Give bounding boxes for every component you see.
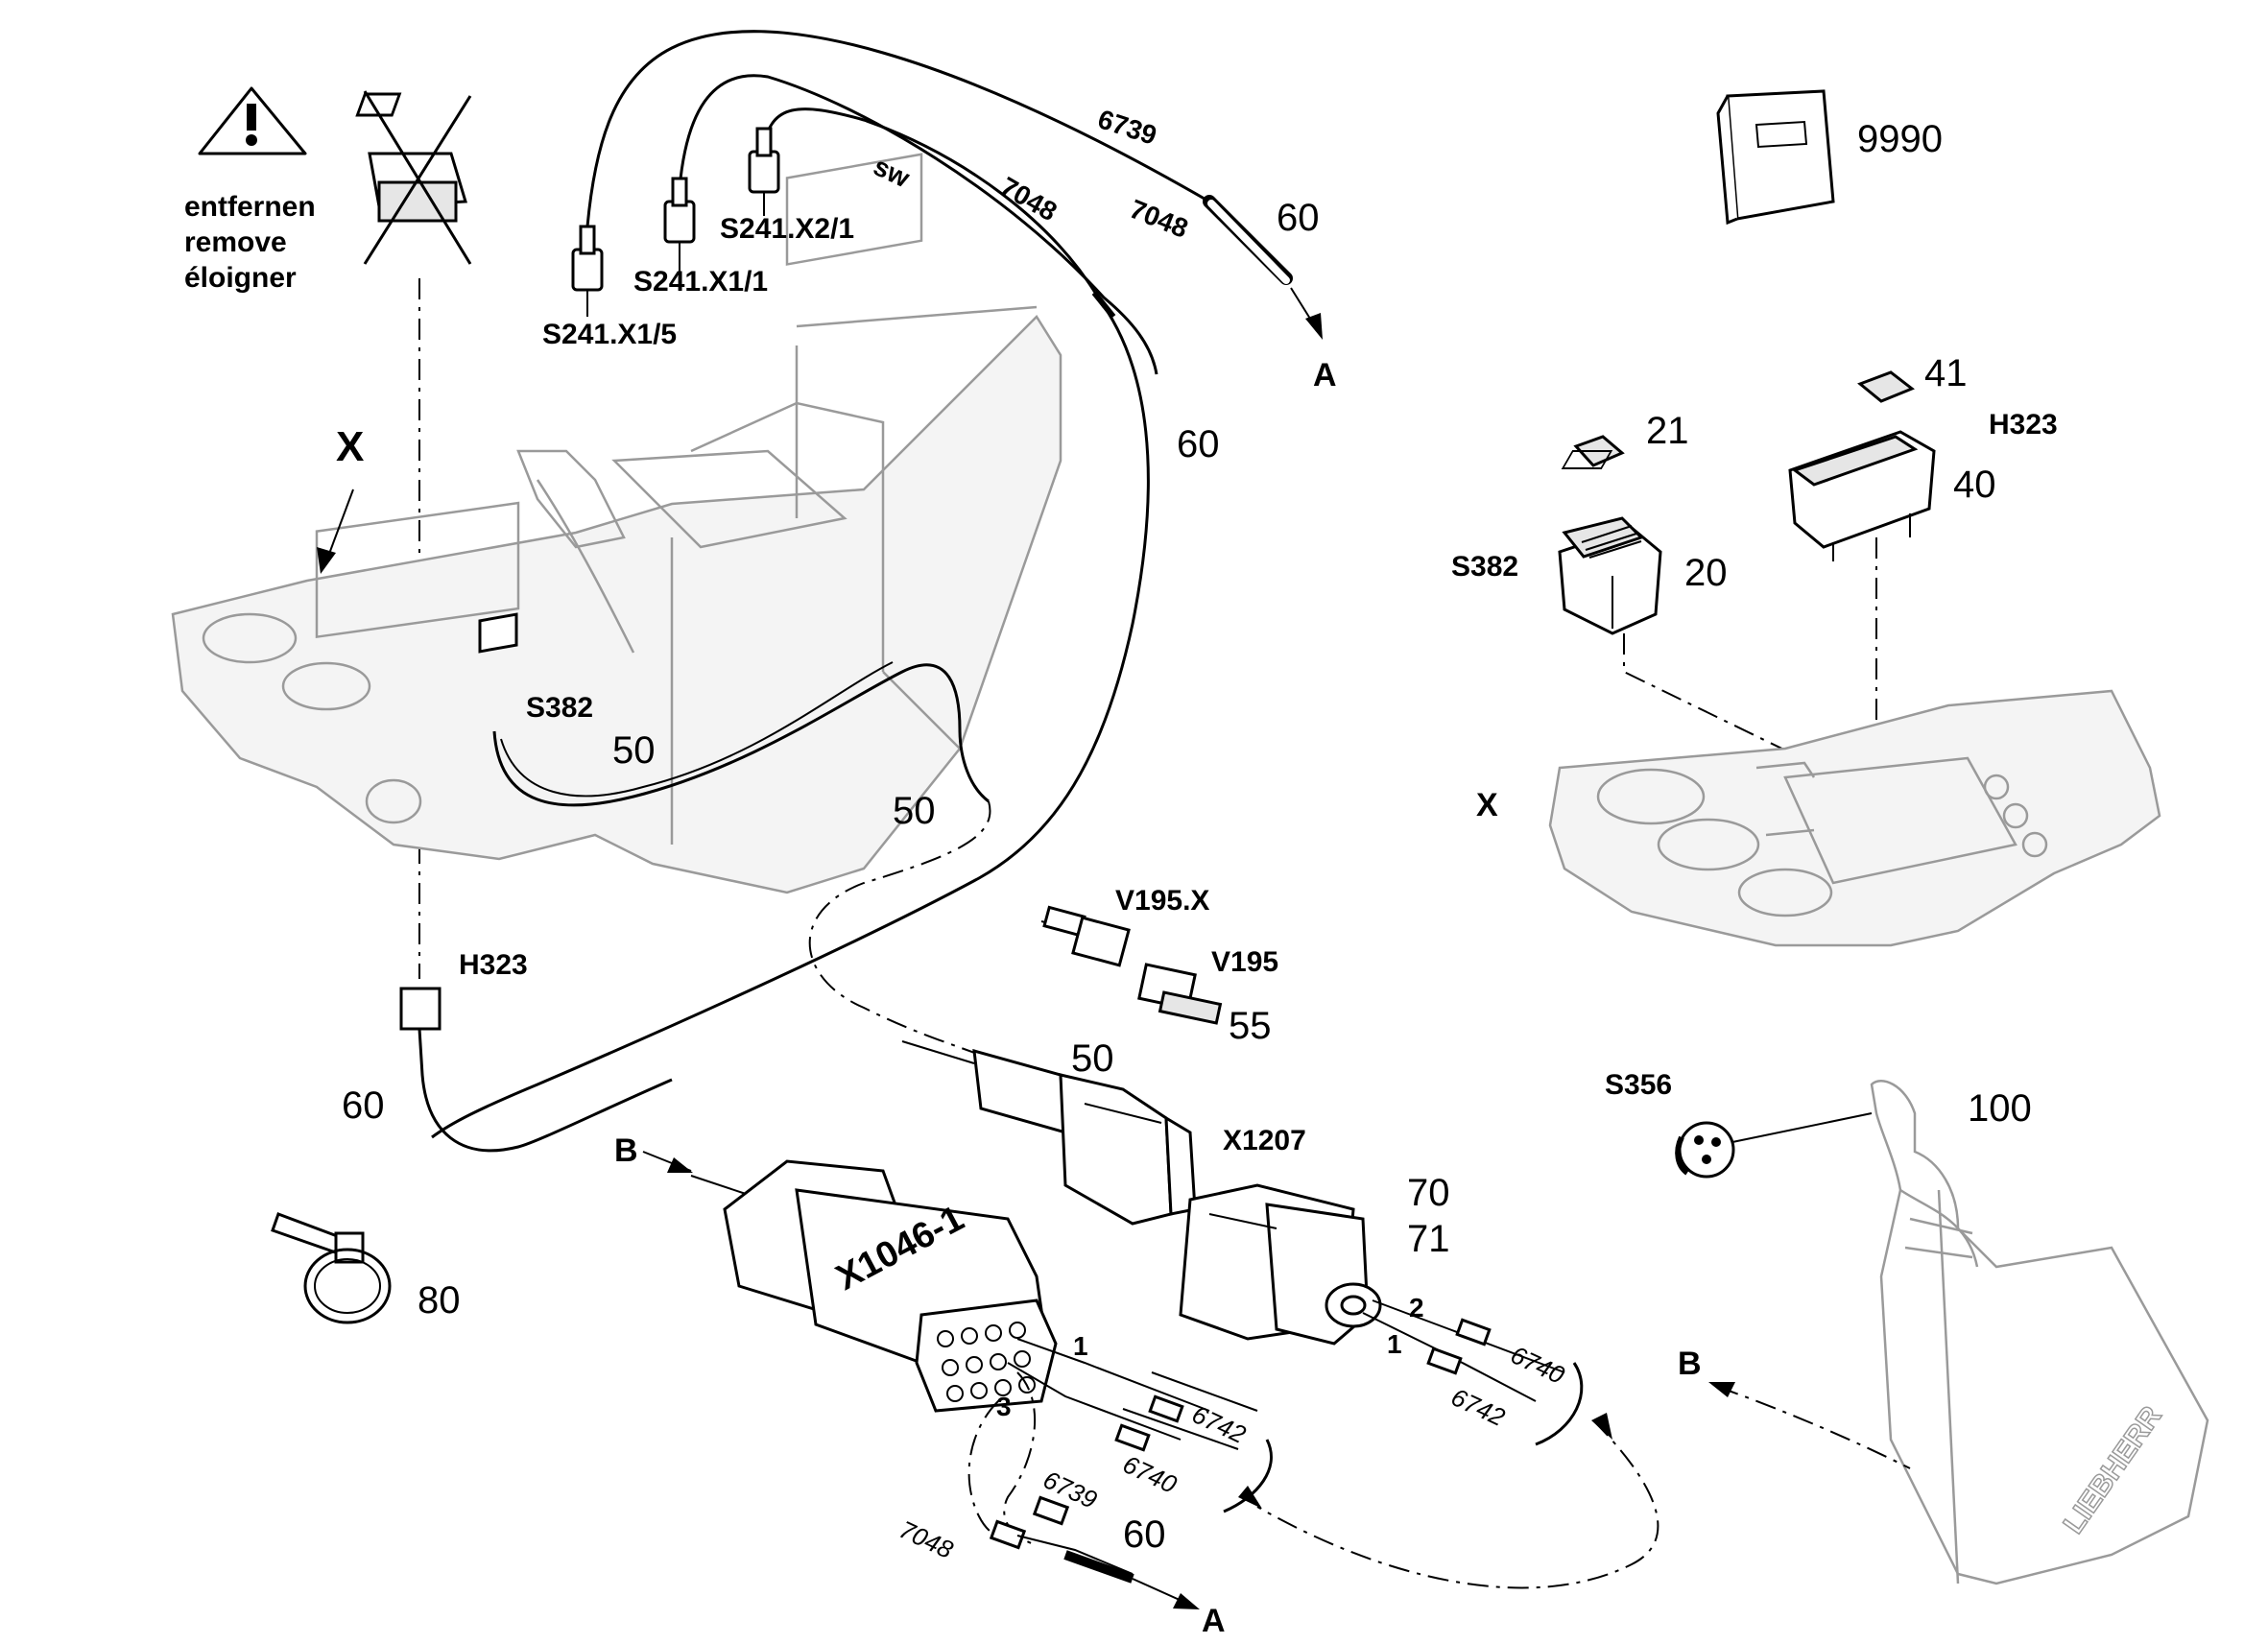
manual-part-number: 9990: [1857, 118, 1943, 160]
arrow-a-top: A: [1313, 357, 1337, 393]
pin-1-right-label: 1: [1387, 1329, 1402, 1359]
view-x-label: X: [336, 423, 364, 470]
cap-41-number: 41: [1924, 352, 1968, 394]
cable-right-part-number: 60: [1177, 423, 1220, 465]
remove-note-en: remove: [184, 226, 287, 258]
connector-50-number: 50: [1071, 1037, 1114, 1080]
joystick-icon: LIEBHERR: [1870, 1080, 2209, 1585]
arrow-b-right: B: [1678, 1346, 1702, 1382]
harness-50-lower-number: 50: [893, 790, 936, 832]
brand-label: LIEBHERR: [2058, 1400, 2168, 1539]
h323-connector-icon: [399, 987, 442, 1031]
s241-x1-5-label: S241.X1/5: [542, 319, 677, 350]
harness-50-upper-number: 50: [612, 729, 656, 772]
lamp-40-number: 40: [1953, 464, 1996, 506]
cable-bottom-part-number: 60: [1123, 1513, 1166, 1556]
cable-long-right: [431, 292, 1150, 1139]
view-x-detail-label: X: [1476, 787, 1498, 823]
s241-x2-1-label: S241.X2/1: [720, 213, 854, 245]
cable-s241-x1-1: [678, 74, 1158, 375]
arrow-a-bottom: A: [1202, 1603, 1226, 1639]
wire-6740-right: 6740: [1506, 1340, 1569, 1390]
pin-1-left-label: 1: [1073, 1331, 1088, 1361]
wire-7048-top-b: 7048: [1126, 194, 1192, 244]
h323-main-label: H323: [459, 949, 528, 981]
s382-main-label: S382: [526, 692, 593, 724]
housing-70-number: 70: [1407, 1172, 1450, 1214]
cable-left-part-number: 60: [342, 1084, 385, 1127]
detail-panel: [1548, 689, 2161, 947]
operator-console: [171, 153, 1062, 894]
h323-detail-label: H323: [1989, 409, 2058, 441]
manual-book-icon: [1716, 89, 1835, 226]
pin-2-label: 2: [1409, 1293, 1424, 1322]
h323-lamp-icon: [1561, 430, 1936, 561]
remove-switch-icon: [355, 90, 472, 265]
warning-triangle-icon: [198, 86, 307, 155]
x1207-housing-icon: [1179, 1183, 1382, 1346]
s382-connector-icon: [478, 612, 518, 654]
wire-6742-right: 6742: [1446, 1382, 1510, 1432]
remove-note-fr: éloigner: [184, 262, 297, 294]
x1046-connector-icon: [690, 1159, 1058, 1413]
s356-button-icon: [1675, 1121, 1735, 1179]
wire-6740-left: 6740: [1118, 1449, 1182, 1499]
v195x-label: V195.X: [1115, 885, 1209, 917]
arrow-b-left: B: [614, 1132, 638, 1169]
wire-7048-top-a: 7048: [995, 171, 1062, 226]
wire-7048-bottom: 7048: [895, 1514, 958, 1564]
cap-21-number: 21: [1646, 410, 1689, 452]
harness-50: [492, 663, 990, 807]
v195-diode-icon: [1137, 963, 1223, 1025]
s382-switch-icon: [1558, 516, 1662, 635]
s241-x1-1-label: S241.X1/1: [633, 266, 768, 298]
cable-s241-x2-1: [762, 107, 1106, 308]
switch-20-number: 20: [1684, 552, 1728, 594]
cable-top-part-number: 60: [1277, 197, 1320, 239]
view-x-arrow-icon: [325, 488, 354, 562]
joystick-100-number: 100: [1968, 1087, 2032, 1130]
cable-tie-icon: [271, 1212, 392, 1324]
v195x-connector-icon: [1040, 905, 1131, 967]
pin-3-label: 3: [996, 1392, 1012, 1421]
housing-71-number: 71: [1407, 1218, 1450, 1260]
cap-41-icon: [1857, 370, 1915, 403]
x1207-label: X1207: [1223, 1125, 1306, 1156]
s356-label: S356: [1605, 1069, 1672, 1101]
cable-tie-80-number: 80: [418, 1279, 461, 1322]
cable-s241-x1-5: [585, 30, 1210, 227]
connector-tag-icon: [571, 127, 780, 292]
diode-55-number: 55: [1229, 1005, 1272, 1047]
connector-50-icon: [901, 1040, 1197, 1226]
remove-note-de: entfernen: [184, 191, 316, 223]
s382-detail-label: S382: [1451, 551, 1518, 583]
v195-label: V195: [1211, 946, 1278, 978]
